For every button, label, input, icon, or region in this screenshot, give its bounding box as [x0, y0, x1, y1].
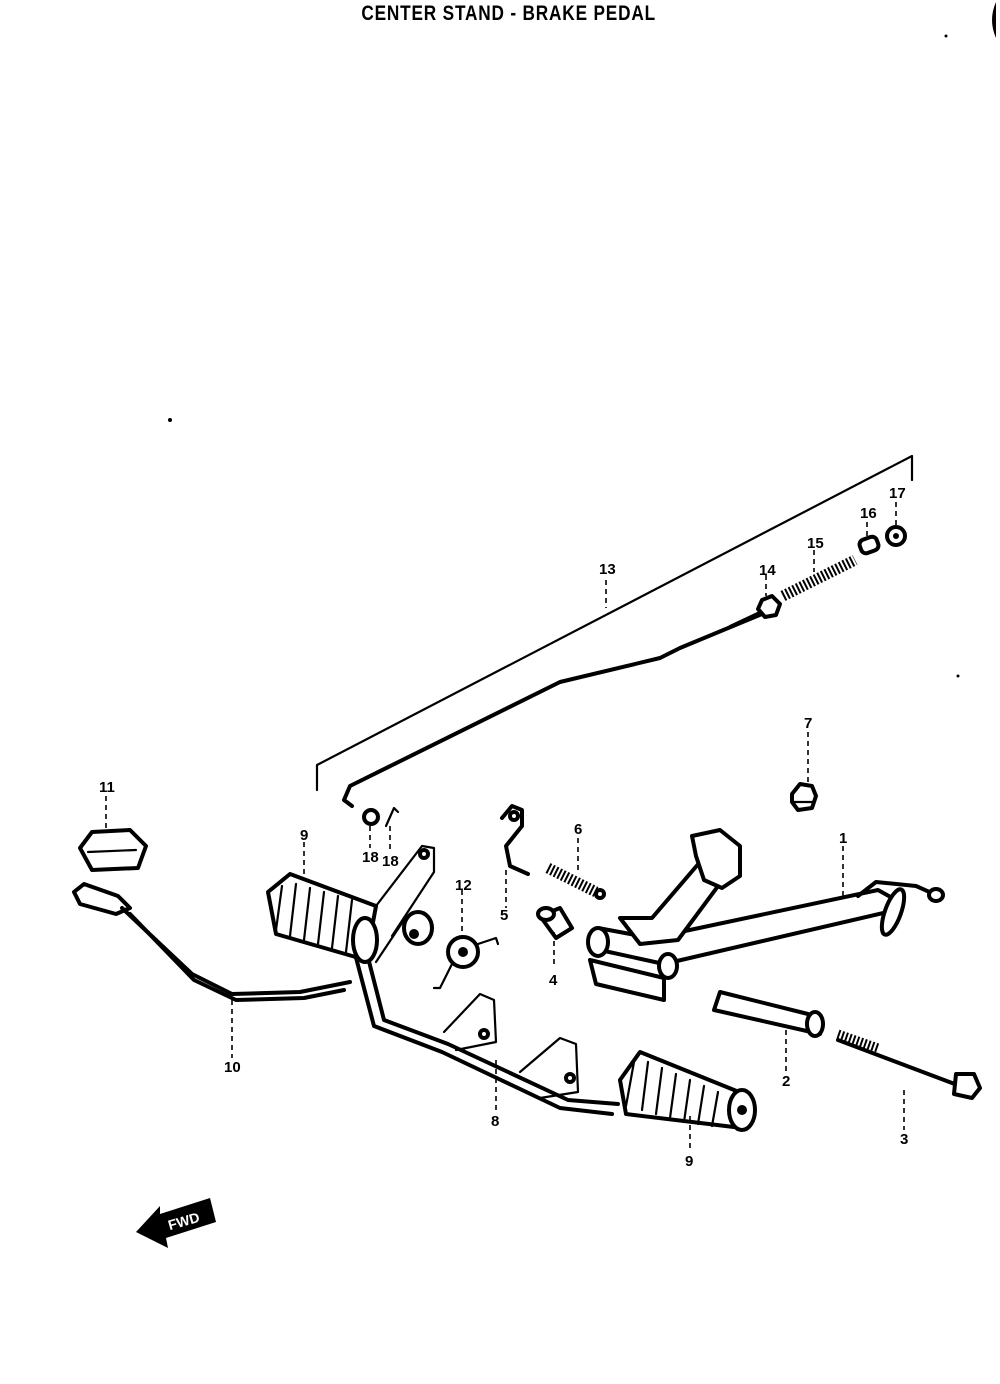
cotter-pin: [362, 808, 380, 826]
callout-10: 10: [224, 1059, 241, 1076]
callout-5: 5: [500, 907, 508, 924]
callout-18-right: 18: [382, 853, 399, 870]
callout-8: 8: [491, 1113, 499, 1130]
return-spring: [545, 863, 606, 900]
brake-pedal-rubber: [78, 828, 148, 872]
spring-clip: [384, 806, 400, 828]
callout-1: 1: [839, 830, 847, 847]
brake-rod-joint: [857, 534, 881, 556]
footrest-rubber-left: [266, 872, 379, 964]
spring-hook-bracket: [500, 804, 530, 876]
callout-numbers: 13 14 15 16 17 7 1 6 12 5 4 2 3 9 8 9 10…: [99, 485, 908, 1170]
brake-rod-group: [315, 454, 914, 808]
brake-rod: [342, 612, 764, 808]
stand-nut: [790, 782, 818, 812]
callout-9-right: 9: [685, 1153, 693, 1170]
forward-arrow: FWD: [136, 1198, 216, 1248]
diagram-title: CENTER STAND - BRAKE PEDAL: [361, 2, 656, 25]
page-edge-mark: [992, 2, 996, 38]
callout-13: 13: [599, 561, 616, 578]
callout-2: 2: [782, 1073, 790, 1090]
callout-15: 15: [807, 535, 824, 552]
brake-rod-spring: [780, 555, 858, 601]
brake-pedal: [72, 882, 352, 1002]
collar: [536, 906, 574, 940]
callout-11: 11: [99, 779, 115, 796]
brake-rod-nut: [756, 594, 782, 619]
callout-18-left: 18: [362, 849, 379, 866]
callout-16: 16: [860, 505, 877, 522]
callout-9-left: 9: [300, 827, 308, 844]
callout-17: 17: [889, 485, 906, 502]
callout-3: 3: [900, 1131, 908, 1148]
stand-pivot-shaft: [712, 990, 825, 1038]
callout-leaders: [105, 502, 905, 1152]
callout-14: 14: [759, 562, 776, 579]
stand-bolt: [836, 1029, 982, 1100]
footrest-rubber-right: [618, 1050, 757, 1132]
pedal-pivot-bracket: [374, 844, 436, 964]
callout-7: 7: [804, 715, 812, 732]
brake-rod-bracket: [315, 454, 914, 792]
center-stand: [586, 828, 945, 1002]
callout-4: 4: [549, 972, 558, 989]
callout-12: 12: [455, 877, 472, 894]
footrest-bar: [352, 940, 620, 1116]
brake-rod-thread: [728, 608, 766, 628]
callout-6: 6: [574, 821, 582, 838]
torsion-spring: [432, 935, 500, 990]
